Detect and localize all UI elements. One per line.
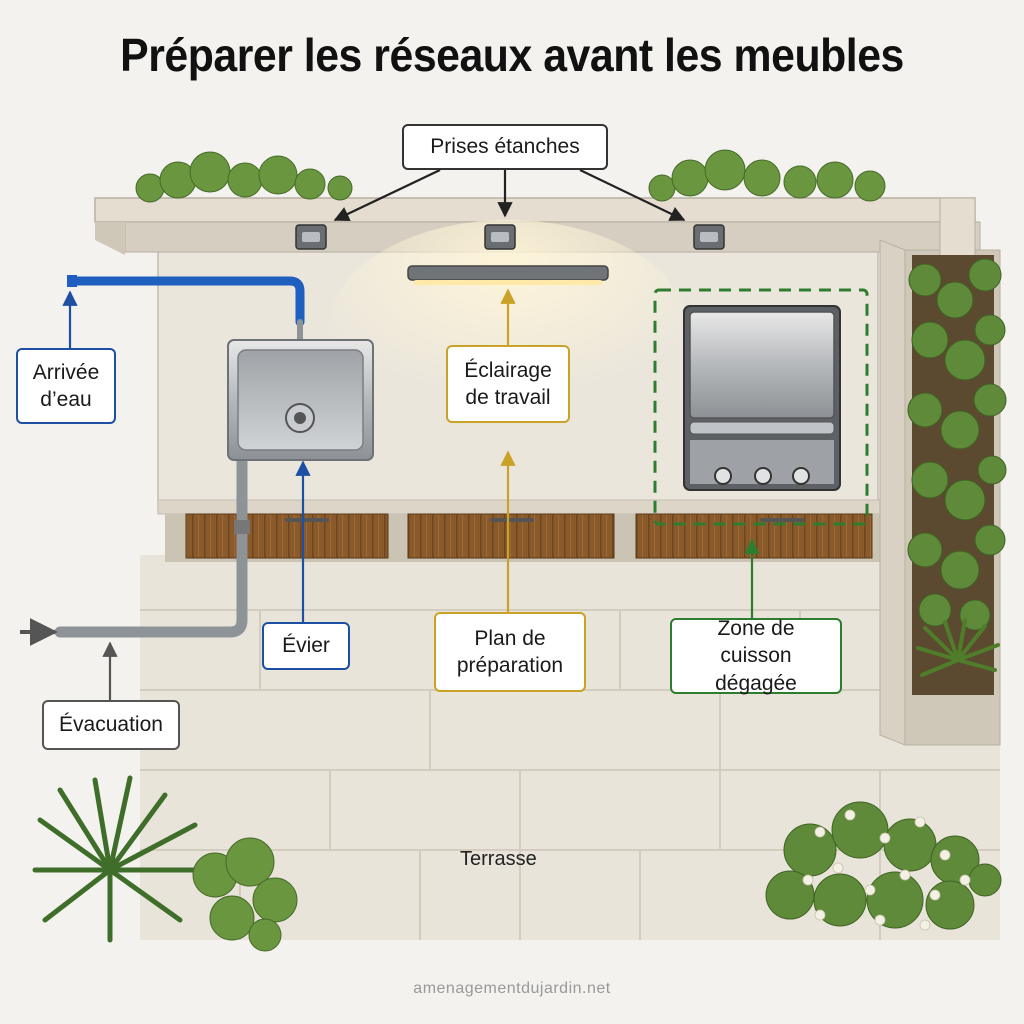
label-drain: Évacuation bbox=[42, 700, 180, 750]
grill-icon bbox=[683, 305, 841, 491]
cabinets bbox=[165, 513, 885, 562]
light-bar-icon bbox=[407, 265, 609, 285]
bottom-left-plant bbox=[32, 775, 208, 943]
page-title: Préparer les réseaux avant les meubles bbox=[120, 29, 904, 81]
top-shrubs bbox=[135, 149, 886, 203]
label-cooking: Zone de cuisson dégagée bbox=[670, 617, 842, 695]
label-lighting: Éclairage de travail bbox=[446, 345, 570, 423]
socket-icon bbox=[295, 224, 725, 250]
flower-icon bbox=[765, 801, 1002, 931]
label-terrace: Terrasse bbox=[460, 848, 537, 870]
label-sockets: Prises étanches bbox=[402, 124, 608, 170]
planter-greenery bbox=[907, 258, 1007, 631]
label-water-inlet: Arrivée d’eau bbox=[16, 348, 116, 424]
cooking-zone-outline bbox=[653, 288, 869, 526]
drain-pipe bbox=[54, 456, 250, 638]
label-prep: Plan de préparation bbox=[434, 612, 586, 692]
bottom-left-shrub bbox=[192, 837, 298, 952]
sink-icon bbox=[227, 339, 374, 461]
callout-arrows bbox=[20, 169, 760, 700]
footer-watermark: amenagementdujardin.net bbox=[413, 980, 611, 997]
label-sink: Évier bbox=[262, 622, 350, 670]
plant-icon bbox=[916, 618, 1000, 677]
